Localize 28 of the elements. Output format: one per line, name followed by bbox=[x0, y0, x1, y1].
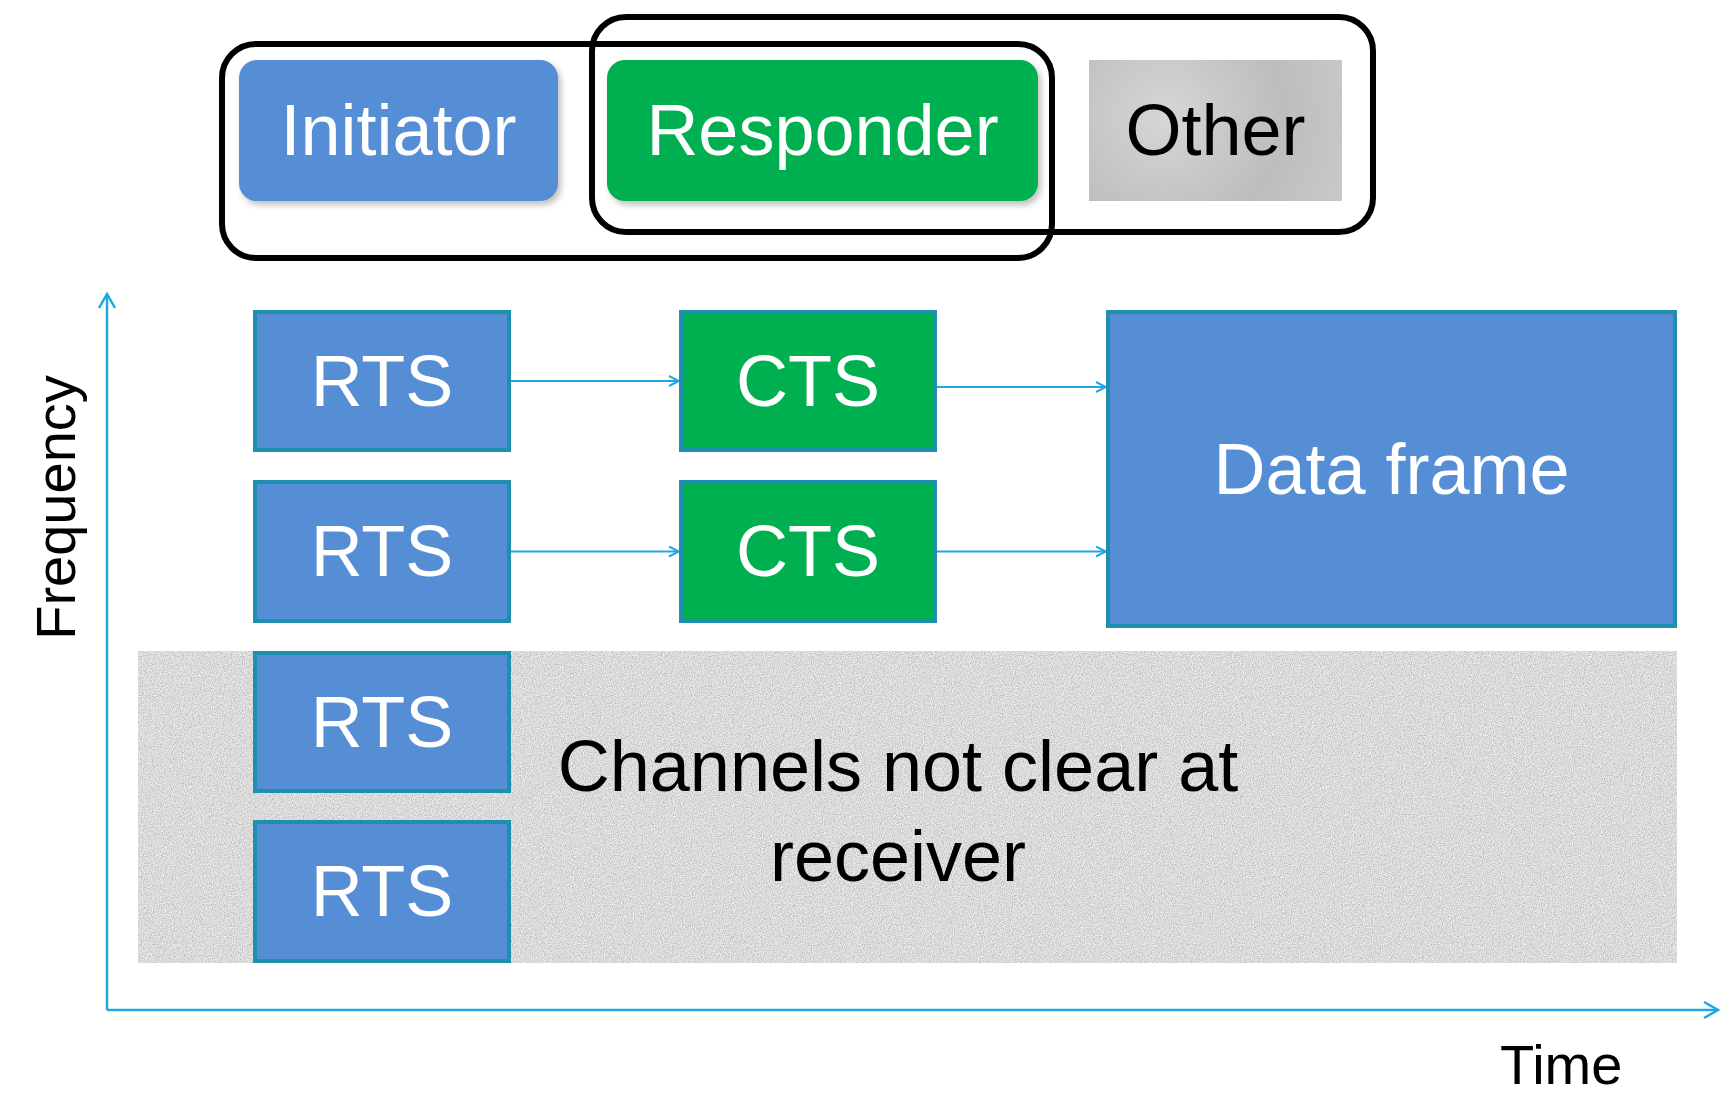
box-label: RTS bbox=[310, 850, 454, 934]
role-box bbox=[607, 60, 1038, 201]
box-label: Initiator bbox=[280, 89, 517, 173]
frame-box bbox=[253, 480, 511, 623]
box-label: CTS bbox=[736, 339, 880, 423]
role-box bbox=[239, 60, 558, 201]
frame-box bbox=[1106, 310, 1677, 628]
role-box bbox=[1089, 60, 1342, 201]
axis-title: Time bbox=[1500, 1032, 1623, 1097]
box-label: Other bbox=[1125, 89, 1306, 173]
box-label: Channels not clear at receiver bbox=[556, 725, 1240, 898]
axis-title: Frequency bbox=[22, 374, 88, 642]
box-label: Responder bbox=[646, 89, 999, 173]
arrow bbox=[510, 545, 680, 558]
arrow bbox=[510, 375, 680, 387]
box-label: RTS bbox=[310, 510, 454, 594]
frame-box bbox=[253, 651, 511, 793]
frame-box bbox=[253, 820, 511, 963]
box-label: Data frame bbox=[1213, 427, 1570, 511]
frame-box bbox=[679, 310, 937, 452]
box-label: RTS bbox=[310, 339, 454, 423]
frame-box bbox=[679, 480, 937, 623]
box-label: RTS bbox=[310, 680, 454, 764]
box-label: CTS bbox=[736, 510, 880, 594]
arrow bbox=[936, 545, 1107, 558]
frame-box bbox=[253, 310, 511, 452]
arrow bbox=[936, 381, 1107, 393]
noise-band bbox=[138, 651, 1677, 963]
